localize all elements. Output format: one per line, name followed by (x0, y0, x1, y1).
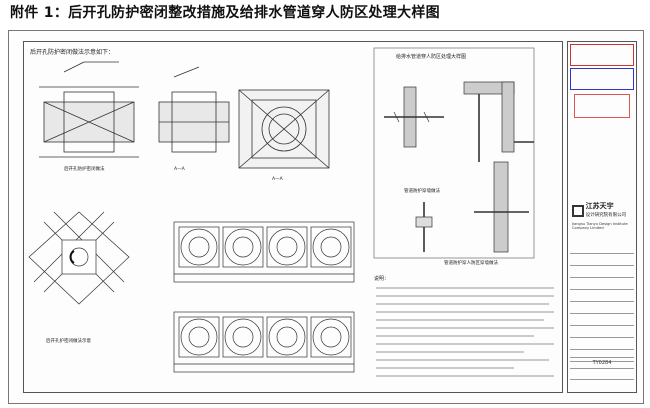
opening-plan-detail (238, 89, 330, 169)
title-block-row (570, 350, 634, 362)
title-block-row (570, 254, 634, 266)
pipe-sleeve-row-1 (173, 221, 355, 283)
rebar-diamond-detail (28, 211, 130, 305)
panel-left-title: 后开孔防护密闭做法示意如下： (30, 48, 114, 56)
title-block: 江苏天宇 设计研究院有限公司 Jiangsu Tianyu Design Ins… (567, 41, 637, 393)
notes-title: 说明： (374, 275, 389, 282)
pipe-wall-detail-2 (463, 81, 534, 162)
title-block-row (570, 278, 634, 290)
page-heading: 附件 1：后开孔防护密闭整改措施及给排水管道穿人防区处理大样图 (10, 5, 440, 21)
company-name: 江苏天宇 (585, 202, 614, 210)
pipe-wall-detail-1 (384, 86, 444, 148)
pipe-sleeve-row-2 (173, 311, 355, 373)
section-label-left: 后开孔防护密闭做法 (64, 165, 105, 172)
pipe-vertical-detail (415, 161, 529, 253)
title-block-row (570, 266, 634, 278)
drawing-number: TY0284 (570, 357, 634, 368)
company-name-en: Jiangsu Tianyu Design Institute Company … (572, 222, 628, 230)
drawing-sheet: 后开孔防护密闭做法示意如下： 后开孔防护密闭做法 A—A (8, 30, 644, 404)
section-a-left: A—A (174, 166, 186, 172)
section-a-mid: A—A (272, 176, 284, 182)
company-sub: 设计研究院有限公司 (585, 213, 627, 218)
panel-right-title: 给排水管道穿人防区处理大样图 (396, 53, 466, 60)
title-block-row (570, 314, 634, 326)
wall-opening-detail-1 (39, 61, 139, 158)
title-block-row (570, 290, 634, 302)
title-block-row (570, 338, 634, 350)
wall-opening-detail-2 (158, 66, 230, 153)
cad-drawing: 后开孔防护密闭做法示意如下： 后开孔防护密闭做法 A—A (28, 47, 554, 377)
title-block-bottom: TY0284 (570, 357, 634, 390)
title-block-red-stamp (570, 44, 634, 66)
title-block-rows (570, 242, 634, 362)
title-block-row (570, 242, 634, 254)
section-label-left2: 后开孔护密闭做法示意 (46, 337, 91, 344)
company-logo: 江苏天宇 设计研究院有限公司 Jiangsu Tianyu Design Ins… (572, 202, 634, 230)
notes-lines (376, 287, 554, 377)
right-panel-frame (373, 47, 535, 259)
approval-stamp (574, 94, 630, 118)
title-block-blue-stamp (570, 68, 634, 90)
detail-label-1: 管道防护穿墙做法 (404, 187, 440, 194)
detail-label-2: 管道防护穿人防区穿墙做法 (444, 259, 498, 266)
title-block-row (570, 302, 634, 314)
title-block-row (570, 326, 634, 338)
company-logo-icon (572, 205, 584, 217)
drawing-area: 后开孔防护密闭做法示意如下： 后开孔防护密闭做法 A—A (23, 41, 563, 393)
